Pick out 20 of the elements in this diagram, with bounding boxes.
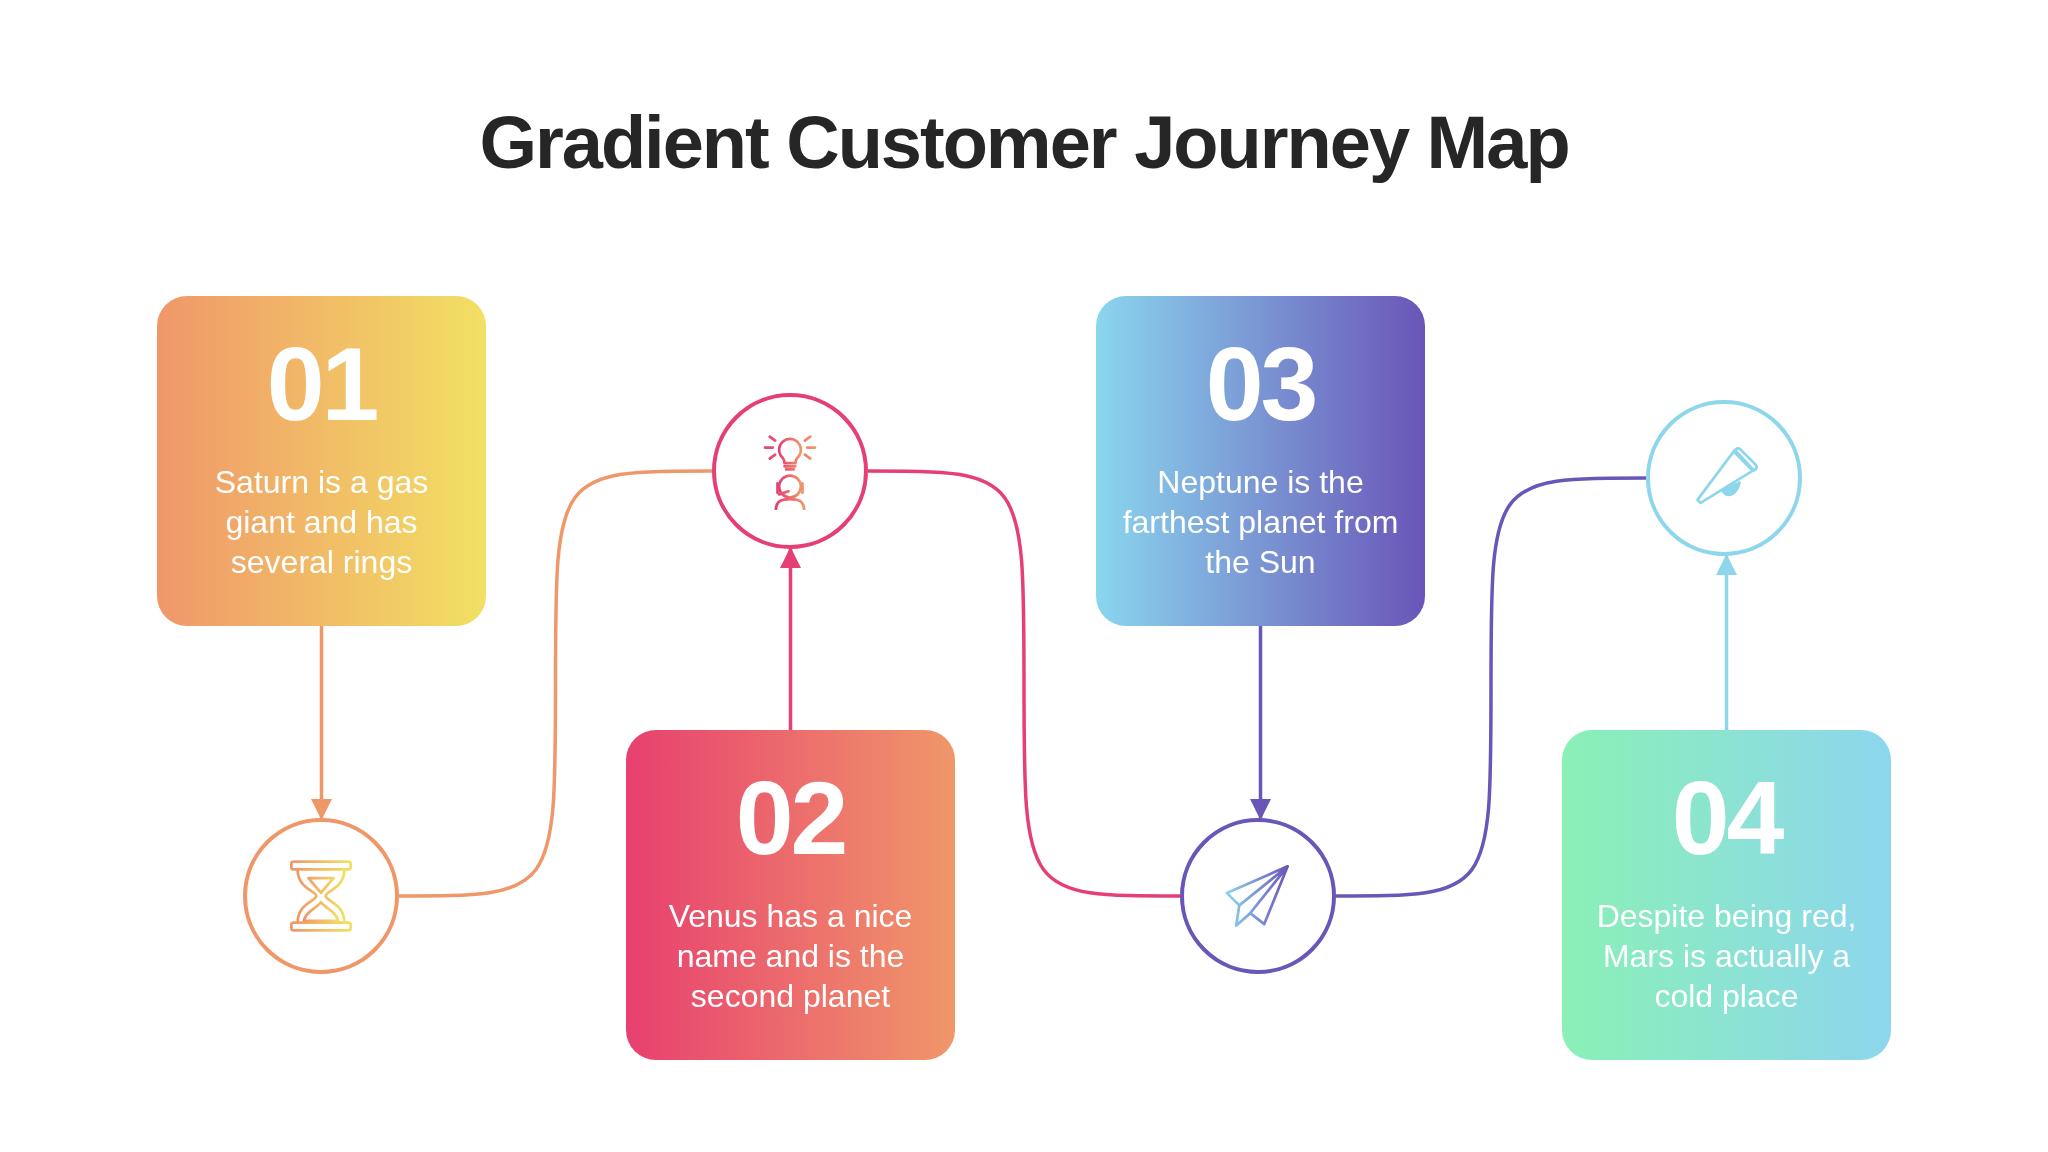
connector-line bbox=[868, 469, 1180, 898]
step-description: Neptune is the farthest planet from the Sun bbox=[1121, 463, 1400, 582]
step-card bbox=[1096, 296, 1425, 626]
step-card bbox=[157, 296, 486, 626]
arrow bbox=[780, 546, 801, 730]
step-number: 03 bbox=[1205, 332, 1316, 436]
step-number: 02 bbox=[735, 766, 846, 870]
step-number: 01 bbox=[266, 332, 377, 436]
step-description: Venus has a nice name and is the second planet bbox=[667, 897, 914, 1016]
connector-line bbox=[1336, 476, 1646, 898]
step-card bbox=[626, 730, 955, 1060]
arrow bbox=[1716, 553, 1737, 730]
connector-line bbox=[399, 469, 712, 898]
arrow bbox=[1250, 626, 1271, 821]
step-description: Saturn is a gas giant and has several rings bbox=[213, 463, 430, 582]
title: Gradient Customer Journey Map bbox=[478, 100, 1570, 185]
step-card bbox=[1562, 730, 1891, 1060]
step-description: Despite being red, Mars is actually a cold place bbox=[1595, 897, 1858, 1016]
arrow bbox=[311, 626, 332, 821]
step-number: 04 bbox=[1671, 766, 1782, 870]
